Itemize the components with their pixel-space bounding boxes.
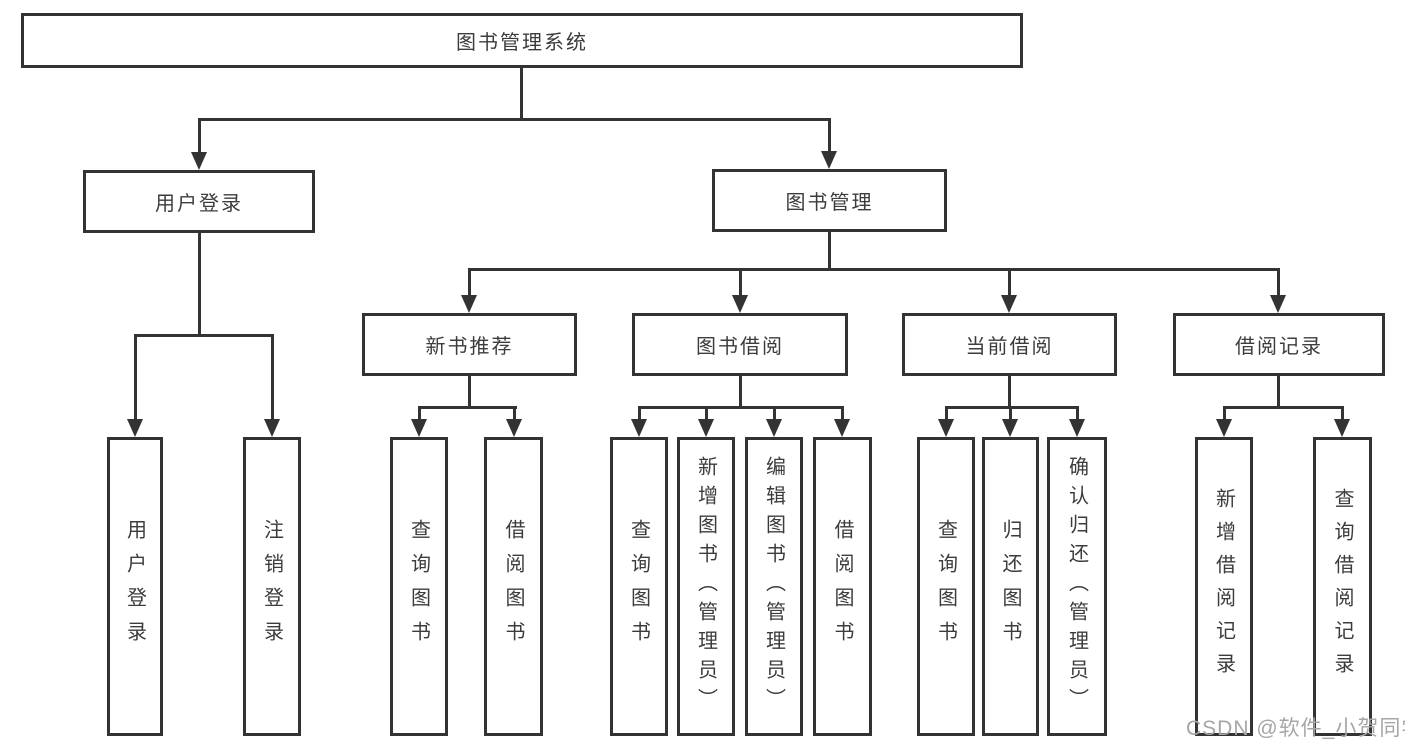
node-new-book-recommend: 新书推荐 [362,313,577,376]
csdn-watermark: CSDN @软件_小贺同学 [1186,717,1405,740]
arrow-down-icon [938,419,954,437]
connector-line [468,376,471,408]
connector-line [1341,406,1344,420]
leaf-label: 编辑图书（管理员） [762,456,785,717]
leaf-label: 新增借阅记录 [1212,487,1235,686]
leaf-label: 新增图书（管理员） [694,456,717,717]
arrow-down-icon [631,419,647,437]
leaf-label: 借阅图书 [831,518,853,655]
connector-line [468,268,471,297]
leaf-add-borrow-record: 新增借阅记录 [1195,437,1253,736]
arrow-down-icon [1270,295,1286,313]
connector-line [638,406,844,409]
node-root: 图书管理系统 [21,13,1023,68]
arrow-down-icon [127,419,143,437]
arrow-down-icon [1216,419,1232,437]
connector-line [198,232,201,336]
arrow-down-icon [698,419,714,437]
node-label: 图书借阅 [696,336,784,358]
connector-line [1277,375,1280,408]
connector-line [1277,268,1280,297]
leaf-confirm-return-admin: 确认归还（管理员） [1047,437,1107,736]
leaf-query-books: 查询图书 [917,437,975,736]
leaf-label: 查询图书 [627,518,650,655]
arrow-down-icon [821,151,837,169]
leaf-return-books: 归还图书 [982,437,1039,736]
node-user-login: 用户登录 [83,170,315,233]
node-book-borrowing: 图书借阅 [632,313,848,376]
connector-line [1008,376,1011,408]
node-borrowing-records: 借阅记录 [1173,313,1385,376]
node-book-management: 图书管理 [712,169,947,232]
leaf-query-books: 查询图书 [390,437,448,736]
node-label: 借阅记录 [1235,336,1323,358]
node-label: 新书推荐 [425,336,514,358]
leaf-user-login: 用户登录 [107,437,163,736]
arrow-down-icon [264,419,280,437]
connector-line [1008,268,1011,297]
leaf-label: 注销登录 [260,518,283,655]
connector-line [828,232,831,270]
connector-line [134,334,274,337]
connector-line [198,118,201,154]
arrow-down-icon [1069,419,1085,437]
connector-line [828,118,831,153]
connector-line [1009,406,1012,420]
leaf-edit-books-admin: 编辑图书（管理员） [745,437,803,736]
node-label: 当前借阅 [965,336,1054,358]
arrow-down-icon [411,419,427,437]
node-book-management-label: 图书管理 [785,192,874,214]
arrow-down-icon [1002,419,1018,437]
connector-line [468,268,1279,271]
leaf-query-books: 查询图书 [610,437,668,736]
connector-line [1223,406,1344,409]
connector-line [945,406,1079,409]
connector-line [705,406,708,420]
arrow-down-icon [506,419,522,437]
leaf-label: 借阅图书 [502,518,524,655]
leaf-label: 查询图书 [407,518,430,655]
arrow-down-icon [766,419,782,437]
leaf-label: 查询图书 [934,518,957,655]
node-root-label: 图书管理系统 [456,32,588,54]
arrow-down-icon [732,295,748,313]
arrow-down-icon [834,419,850,437]
connector-line [418,406,517,409]
leaf-label: 确认归还（管理员） [1065,456,1088,717]
node-user-login-label: 用户登录 [155,193,243,215]
connector-line [271,334,274,421]
leaf-query-borrow-record: 查询借阅记录 [1313,437,1372,736]
arrow-down-icon [461,295,477,313]
connector-line [520,68,523,121]
connector-line [198,118,830,121]
connector-line [945,406,948,420]
leaf-label: 用户登录 [123,518,146,655]
arrow-down-icon [1334,419,1350,437]
node-current-borrowing: 当前借阅 [902,313,1117,376]
connector-line [1223,406,1226,420]
connector-line [513,406,516,420]
leaf-add-books-admin: 新增图书（管理员） [677,437,735,736]
leaf-borrow-books: 借阅图书 [813,437,872,736]
connector-line [418,406,421,420]
leaf-label: 归还图书 [999,518,1021,655]
connector-line [773,406,776,420]
connector-line [739,268,742,297]
arrow-down-icon [191,152,207,170]
leaf-borrow-books: 借阅图书 [484,437,543,736]
leaf-label: 查询借阅记录 [1331,487,1353,686]
connector-line [739,376,742,408]
leaf-logout: 注销登录 [243,437,301,736]
connector-line [841,406,844,420]
connector-line [134,334,137,421]
arrow-down-icon [1001,295,1017,313]
connector-line [638,406,641,420]
connector-line [1076,406,1079,420]
